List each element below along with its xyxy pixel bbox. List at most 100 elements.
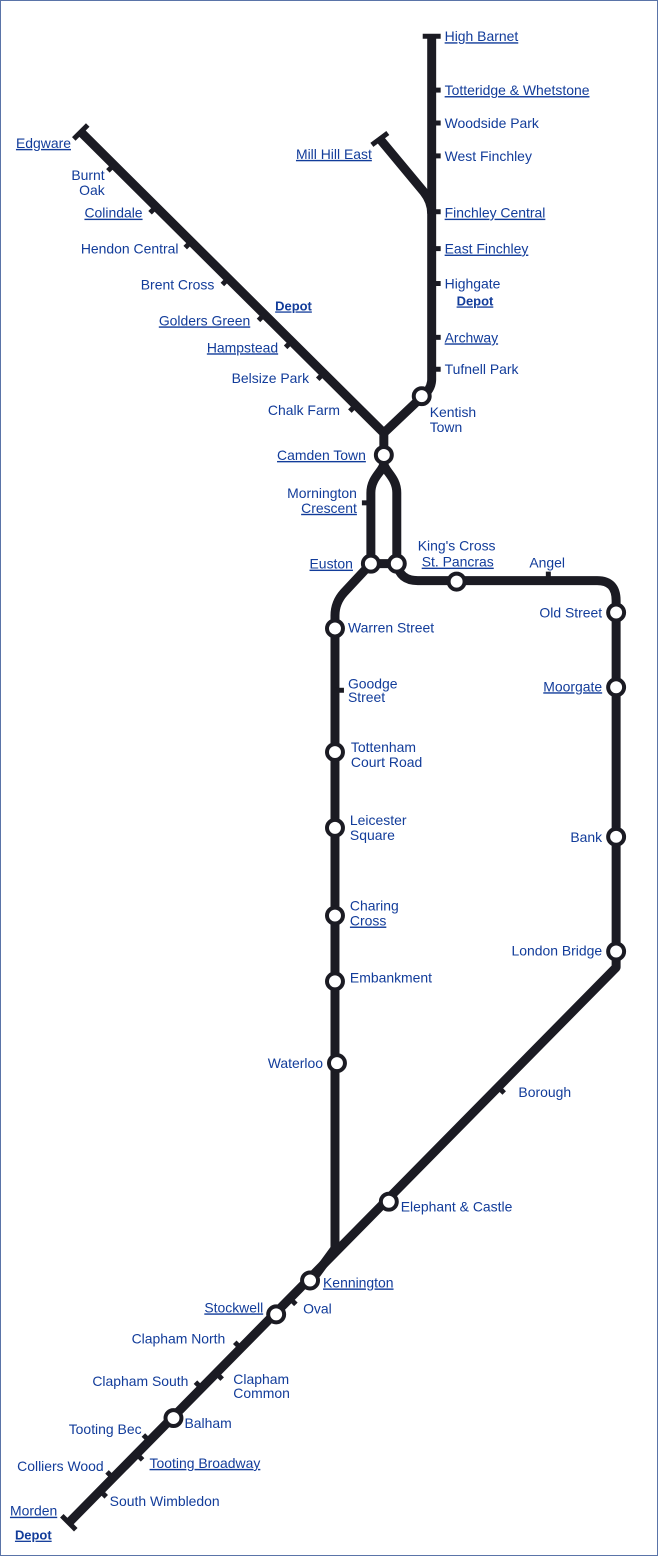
station-label-leicester-square: Square [350,827,395,843]
station-label-goodge-street: Street [348,689,385,705]
station-label-tooting-broadway[interactable]: Tooting Broadway [150,1455,261,1471]
station-tick-tooting-bec [141,1433,152,1443]
interchange-old-street [606,602,627,623]
interchange-waterloo [327,1053,347,1074]
station-label-hendon-central: Hendon Central [81,241,179,257]
station-label-woodside-park: Woodside Park [445,115,539,131]
station-label-tooting-bec: Tooting Bec [69,1421,142,1437]
interchange-kennington [300,1270,321,1291]
station-label-tufnell-park: Tufnell Park [445,361,519,377]
station-label-borough: Borough [518,1084,571,1100]
interchange-tottenham-court-road [325,742,345,763]
station-label-morden-depot[interactable]: Depot [15,1528,52,1543]
station-tick-borough [496,1085,506,1095]
station-label-mornington-crescent[interactable]: Mornington [287,485,357,501]
station-label-golders-depot[interactable]: Depot [275,298,312,313]
station-label-hampstead[interactable]: Hampstead [207,339,278,355]
track-charing-cross-branch [312,560,375,1278]
station-label-warren-street: Warren Street [348,619,434,635]
station-label-belsize-park: Belsize Park [232,370,309,386]
station-label-mornington-crescent[interactable]: Crescent [301,500,357,516]
station-label-charing-cross[interactable]: Charing [350,898,399,914]
interchange-moorgate [606,677,627,698]
interchange-kentish-town [411,386,432,407]
tracks [60,33,621,1532]
track-camden-kings-cross [379,462,402,564]
station-label-mill-hill-east[interactable]: Mill Hill East [296,146,372,162]
terminus-edgware [72,123,90,141]
station-label-finchley-central[interactable]: Finchley Central [445,205,546,221]
interchange-kings-cross [386,553,407,574]
station-label-london-bridge: London Bridge [511,942,602,958]
station-tick-clapham-common [214,1371,224,1381]
station-label-embankment: Embankment [350,969,432,985]
station-label-brent-cross: Brent Cross [141,276,215,292]
interchange-elephant-castle [378,1191,399,1212]
station-label-balham: Balham [184,1415,231,1431]
station-label-east-finchley[interactable]: East Finchley [445,241,529,257]
station-label-kentish-town: Kentish [430,404,476,420]
interchange-euston [360,553,381,574]
station-label-edgware[interactable]: Edgware [16,135,71,151]
station-label-colliers-wood: Colliers Wood [17,1458,103,1474]
station-tick-colindale [148,204,158,215]
interchange-camden-town [373,445,394,465]
station-label-oval: Oval [303,1300,332,1316]
station-tick-hampstead [283,339,294,350]
station-label-burnt-oak: Oak [79,182,105,198]
station-label-clapham-south: Clapham South [92,1373,188,1389]
station-tick-clapham-north [233,1340,243,1351]
station-label-highgate: Highgate [445,275,501,291]
station-label-chalk-farm: Chalk Farm [268,402,340,418]
interchange-charing-cross [325,905,345,926]
station-label-stockwell[interactable]: Stockwell [204,1299,263,1315]
station-label-tottenham-court-road: Tottenham [351,739,416,755]
station-tick-belsize-park [315,371,326,381]
station-label-clapham-north: Clapham North [132,1330,226,1346]
station-label-highgate-depot[interactable]: Depot [457,293,494,308]
station-label-kings-cross[interactable]: King's Cross [418,538,496,554]
station-label-moorgate[interactable]: Moorgate [543,678,602,694]
station-label-euston[interactable]: Euston [310,556,353,572]
station-label-morden[interactable]: Morden [10,1503,57,1519]
station-tick-brent-cross [220,276,231,287]
terminus-morden [60,1513,78,1532]
interchange-warren-street [325,618,345,639]
station-label-colindale[interactable]: Colindale [84,205,142,221]
station-label-south-wimbledon: South Wimbledon [110,1493,220,1509]
station-tick-golders-green [256,312,267,323]
station-label-kentish-town: Town [430,419,463,435]
station-label-charing-cross[interactable]: Cross [350,913,386,929]
interchange-balham [163,1408,184,1429]
interchange-leicester-square [325,817,345,838]
station-label-goodge-street: Goodge [348,675,398,691]
station-label-high-barnet[interactable]: High Barnet [445,28,519,44]
interchange-stockwell [266,1304,287,1325]
station-tick-colliers-wood [105,1470,115,1480]
station-label-west-finchley: West Finchley [445,148,532,164]
station-label-clapham-common: Common [233,1385,290,1401]
station-label-tottenham-court-road: Court Road [351,754,422,770]
station-tick-tooting-broadway [134,1452,145,1462]
interchange-embankment [325,971,345,992]
station-label-old-street: Old Street [539,604,602,620]
station-marks [98,87,627,1499]
station-tick-hendon-central [183,239,193,250]
station-label-totteridge[interactable]: Totteridge & Whetstone [445,82,590,98]
station-label-archway[interactable]: Archway [445,329,498,345]
track-camden-euston [366,462,389,564]
station-label-kennington[interactable]: Kennington [323,1274,394,1290]
station-label-bank: Bank [570,829,602,845]
station-tick-south-wimbledon [98,1489,108,1499]
station-label-elephant-castle: Elephant & Castle [401,1199,513,1215]
station-label-angel: Angel [529,555,565,571]
station-label-kings-cross[interactable]: St. Pancras [422,554,494,570]
station-label-camden-town[interactable]: Camden Town [277,447,366,463]
station-tick-clapham-south [193,1380,204,1390]
station-label-golders-green[interactable]: Golders Green [159,312,250,328]
station-labels: High Barnet Totteridge & Whetstone Woods… [10,28,602,1542]
station-label-burnt-oak: Burnt [71,167,104,183]
station-label-waterloo: Waterloo [268,1055,324,1071]
station-tick-burnt-oak [106,163,116,173]
